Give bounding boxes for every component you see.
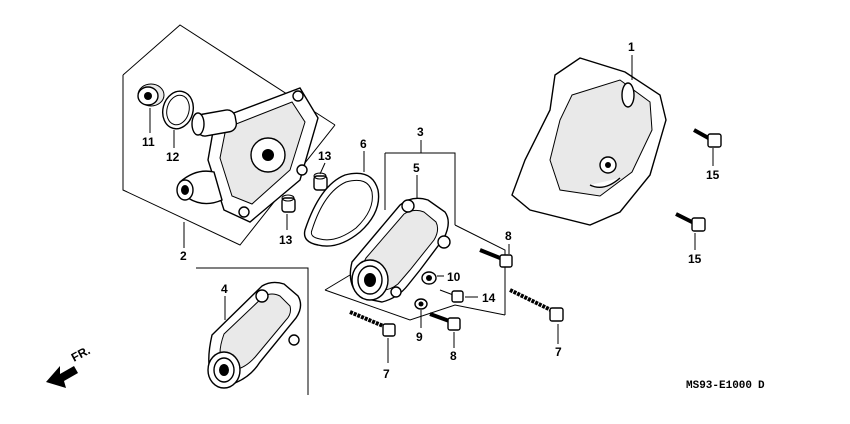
callout-8a: 8: [505, 229, 512, 243]
small-parts: [414, 271, 478, 328]
oil-seal-11: [137, 83, 165, 133]
callout-15b: 15: [688, 252, 702, 266]
callout-14: 14: [482, 291, 496, 305]
callout-6: 6: [360, 137, 367, 151]
o-ring-12: [161, 90, 195, 148]
callout-2: 2: [180, 249, 187, 263]
callout-13b: 13: [279, 233, 293, 247]
bolts-7-8: [349, 244, 564, 363]
front-direction-indicator: FR.: [46, 343, 92, 388]
water-pump-body: [176, 87, 319, 223]
cover-assembly-frame: [324, 140, 506, 321]
pump-cover-5: [349, 175, 451, 303]
gasket-6: [303, 151, 380, 247]
callout-1: 1: [628, 40, 635, 54]
callout-9: 9: [416, 330, 423, 344]
outer-cover-1: [511, 55, 667, 226]
callout-12: 12: [166, 150, 180, 164]
callout-10: 10: [447, 270, 461, 284]
alt-cover-4: [196, 267, 309, 395]
callout-8b: 8: [450, 349, 457, 363]
front-label: FR.: [69, 343, 93, 364]
callout-5: 5: [413, 161, 420, 175]
callout-3: 3: [417, 125, 424, 139]
diagram-code: MS93-E1000: [686, 380, 752, 392]
bolts-15: [675, 128, 722, 250]
callout-13a: 13: [318, 149, 332, 163]
diagram-revision: D: [758, 380, 765, 392]
callout-7a: 7: [383, 367, 390, 381]
callout-4: 4: [221, 282, 228, 296]
callout-15a: 15: [706, 168, 720, 182]
dowel-pins-13: [281, 162, 328, 230]
callout-11: 11: [142, 135, 155, 149]
callout-7b: 7: [555, 345, 562, 359]
